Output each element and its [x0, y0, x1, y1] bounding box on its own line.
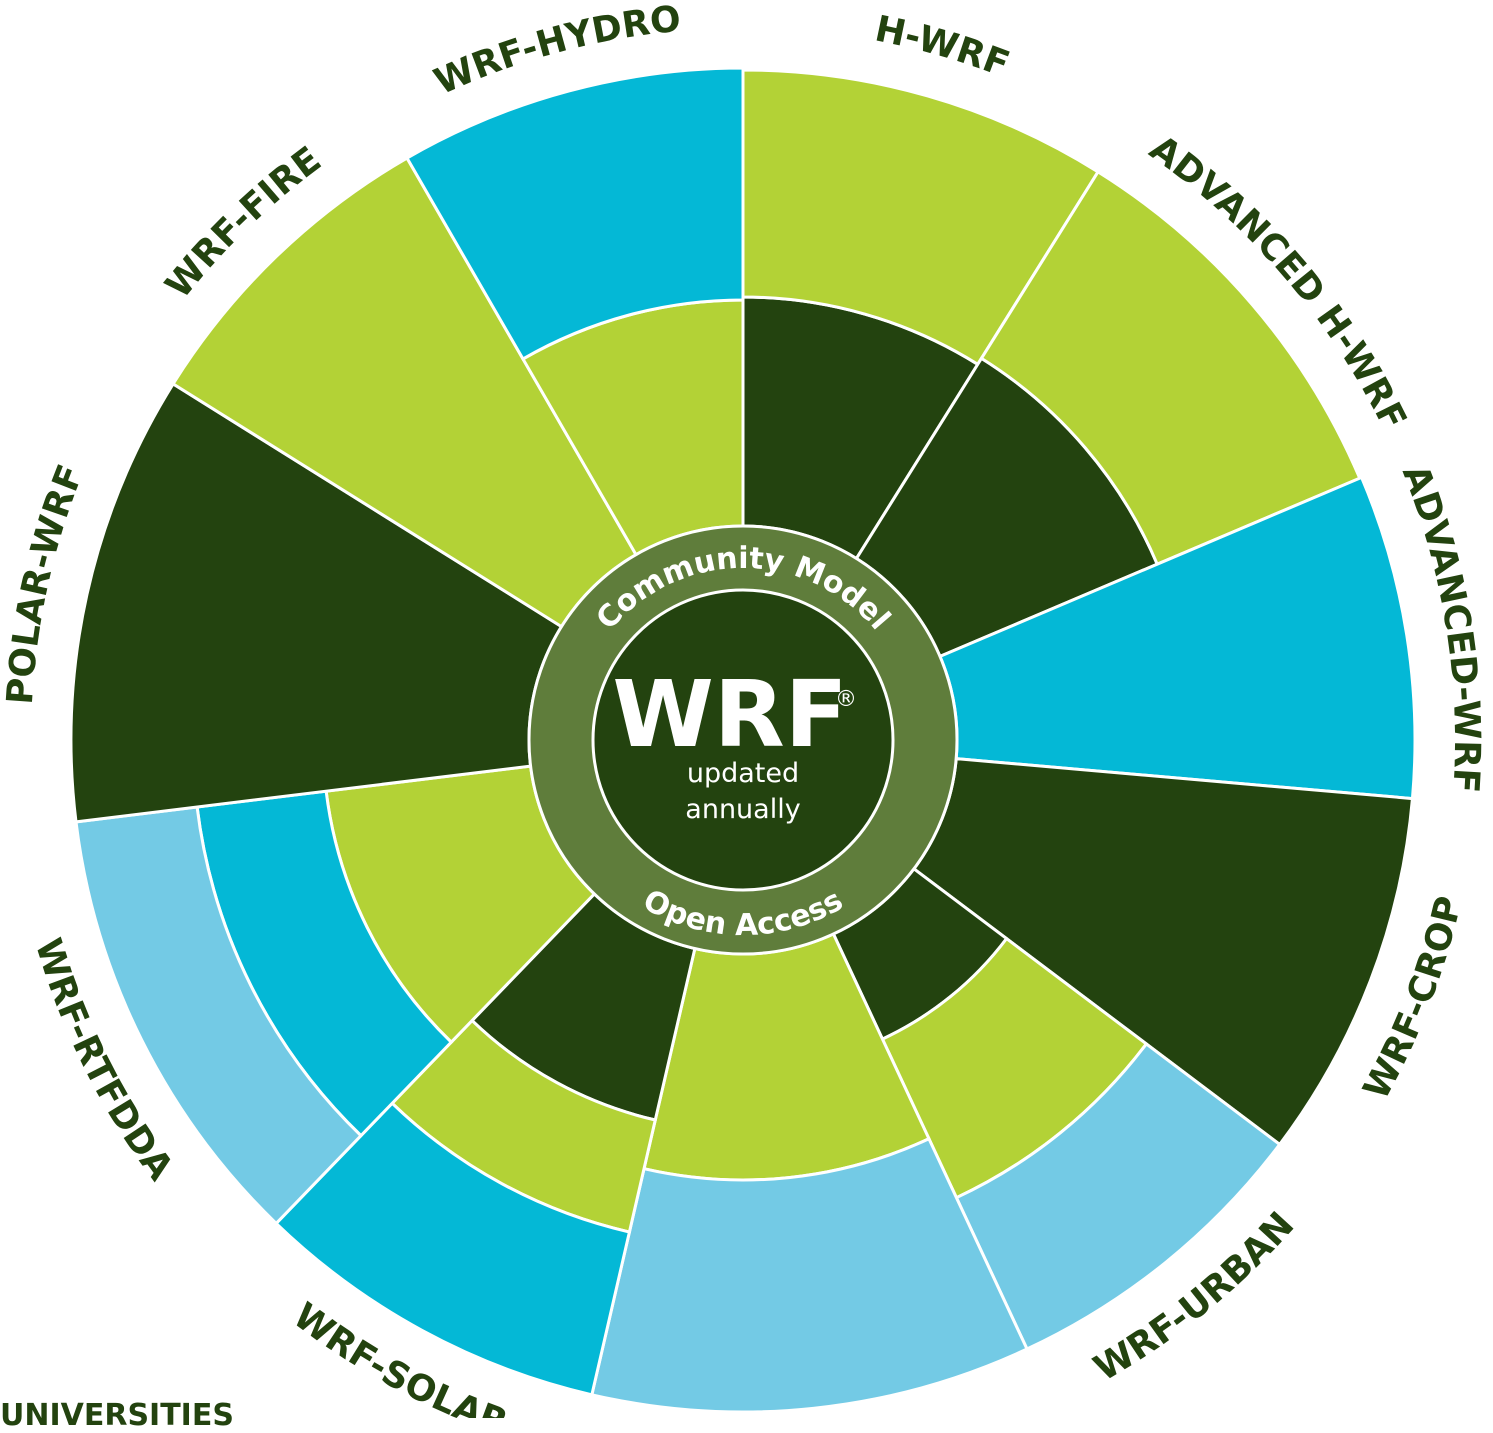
hub-subtitle-line1: updated	[687, 758, 799, 789]
hub-center	[591, 588, 895, 892]
registered-mark: ®	[835, 687, 857, 712]
hub-subtitle-line2: annually	[685, 794, 800, 825]
sector-label: H-WRF	[872, 9, 1015, 86]
hub-title: WRF	[612, 661, 847, 768]
footer-partial-text: UNIVERSITIES	[0, 1398, 234, 1433]
sector-10-band-1	[404, 66, 745, 361]
sector-segments	[69, 66, 1417, 1414]
hub: Community Model Open Access WRF ® update…	[527, 524, 959, 956]
footer-text: UNIVERSITIES	[0, 1398, 234, 1433]
